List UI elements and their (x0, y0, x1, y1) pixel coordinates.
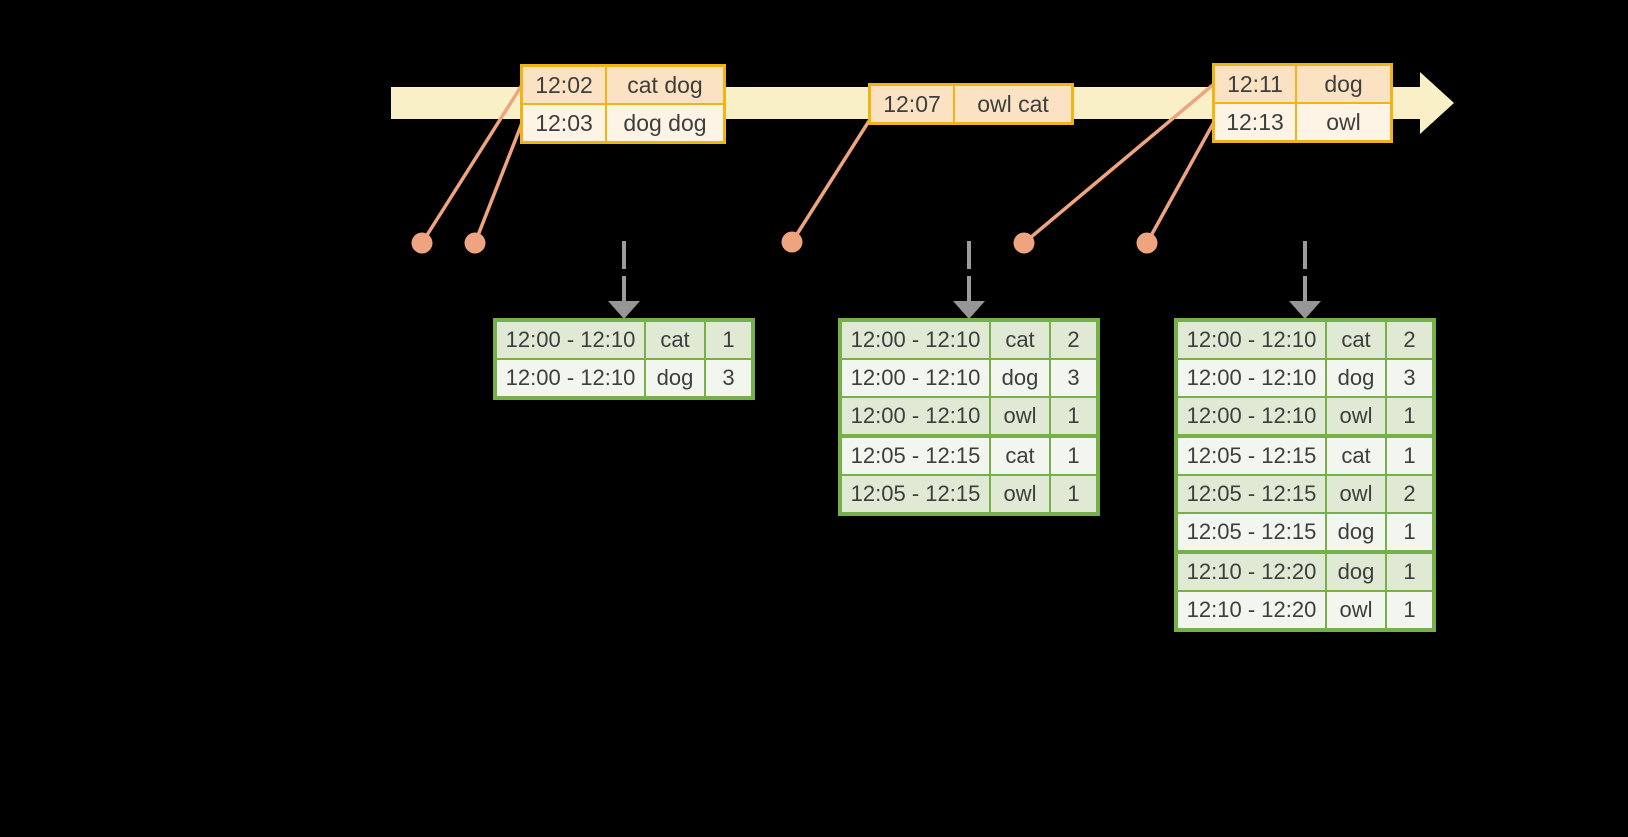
result-window-cell: 12:00 - 12:10 (842, 322, 991, 358)
input-words-cell: cat dog (607, 67, 723, 103)
result-count-cell: 1 (1387, 438, 1432, 474)
result-window-cell: 12:05 - 12:15 (842, 476, 991, 512)
result-word-cell: cat (1327, 438, 1387, 474)
result-count-cell: 1 (1387, 592, 1432, 628)
result-word-cell: cat (991, 322, 1051, 358)
result-word-cell: owl (991, 476, 1051, 512)
result-count-cell: 3 (706, 360, 751, 396)
input-time-cell: 12:03 (523, 105, 607, 141)
result-word-cell: owl (1327, 592, 1387, 628)
trigger-arrow-head-icon (608, 301, 640, 319)
input-words-cell: dog dog (607, 105, 723, 141)
trigger-arrow-head-icon (1289, 301, 1321, 319)
result-word-cell: owl (1327, 398, 1387, 434)
result-word-cell: cat (991, 438, 1051, 474)
result-window-cell: 12:05 - 12:15 (1178, 514, 1327, 550)
input-words-cell: dog (1297, 66, 1390, 102)
input-time-cell: 12:07 (871, 86, 955, 122)
event-dot (781, 231, 803, 253)
result-count-cell: 1 (1387, 514, 1432, 550)
event-dot (464, 232, 486, 254)
result-window-cell: 12:00 - 12:10 (842, 360, 991, 396)
result-count-cell: 1 (1387, 398, 1432, 434)
result-word-cell: dog (1327, 554, 1387, 590)
result-window-cell: 12:05 - 12:15 (1178, 438, 1327, 474)
event-dot (411, 232, 433, 254)
timeline-arrowhead-icon (1420, 72, 1454, 134)
result-count-cell: 1 (1051, 438, 1096, 474)
result-window-cell: 12:00 - 12:10 (497, 360, 646, 396)
event-connector-line (473, 122, 524, 244)
result-window-cell: 12:10 - 12:20 (1178, 554, 1327, 590)
result-window-cell: 12:05 - 12:15 (842, 438, 991, 474)
input-time-cell: 12:13 (1215, 104, 1297, 140)
event-connector-line (420, 84, 524, 244)
event-dot (1136, 232, 1158, 254)
result-count-cell: 2 (1387, 476, 1432, 512)
event-connector-line (1022, 82, 1216, 245)
result-count-cell: 3 (1051, 360, 1096, 396)
input-time-cell: 12:11 (1215, 66, 1297, 102)
result-window-cell: 12:10 - 12:20 (1178, 592, 1327, 628)
result-count-cell: 3 (1387, 360, 1432, 396)
result-count-cell: 1 (1387, 554, 1432, 590)
trigger-arrow-head-icon (953, 301, 985, 319)
event-dot (1013, 232, 1035, 254)
result-window-cell: 12:00 - 12:10 (1178, 322, 1327, 358)
input-words-cell: owl (1297, 104, 1390, 140)
result-word-cell: cat (1327, 322, 1387, 358)
result-word-cell: owl (1327, 476, 1387, 512)
result-window-cell: 12:05 - 12:15 (1178, 476, 1327, 512)
result-word-cell: dog (1327, 360, 1387, 396)
input-time-cell: 12:02 (523, 67, 607, 103)
result-word-cell: dog (991, 360, 1051, 396)
result-count-cell: 1 (706, 322, 751, 358)
result-count-cell: 2 (1051, 322, 1096, 358)
result-word-cell: cat (646, 322, 706, 358)
event-connector-line (1145, 121, 1216, 244)
result-word-cell: dog (1327, 514, 1387, 550)
result-window-cell: 12:00 - 12:10 (1178, 398, 1327, 434)
result-count-cell: 1 (1051, 476, 1096, 512)
event-connector-line (790, 120, 871, 243)
result-window-cell: 12:00 - 12:10 (1178, 360, 1327, 396)
result-count-cell: 2 (1387, 322, 1432, 358)
result-window-cell: 12:00 - 12:10 (497, 322, 646, 358)
result-window-cell: 12:00 - 12:10 (842, 398, 991, 434)
result-word-cell: owl (991, 398, 1051, 434)
result-count-cell: 1 (1051, 398, 1096, 434)
input-words-cell: owl cat (955, 86, 1071, 122)
result-word-cell: dog (646, 360, 706, 396)
